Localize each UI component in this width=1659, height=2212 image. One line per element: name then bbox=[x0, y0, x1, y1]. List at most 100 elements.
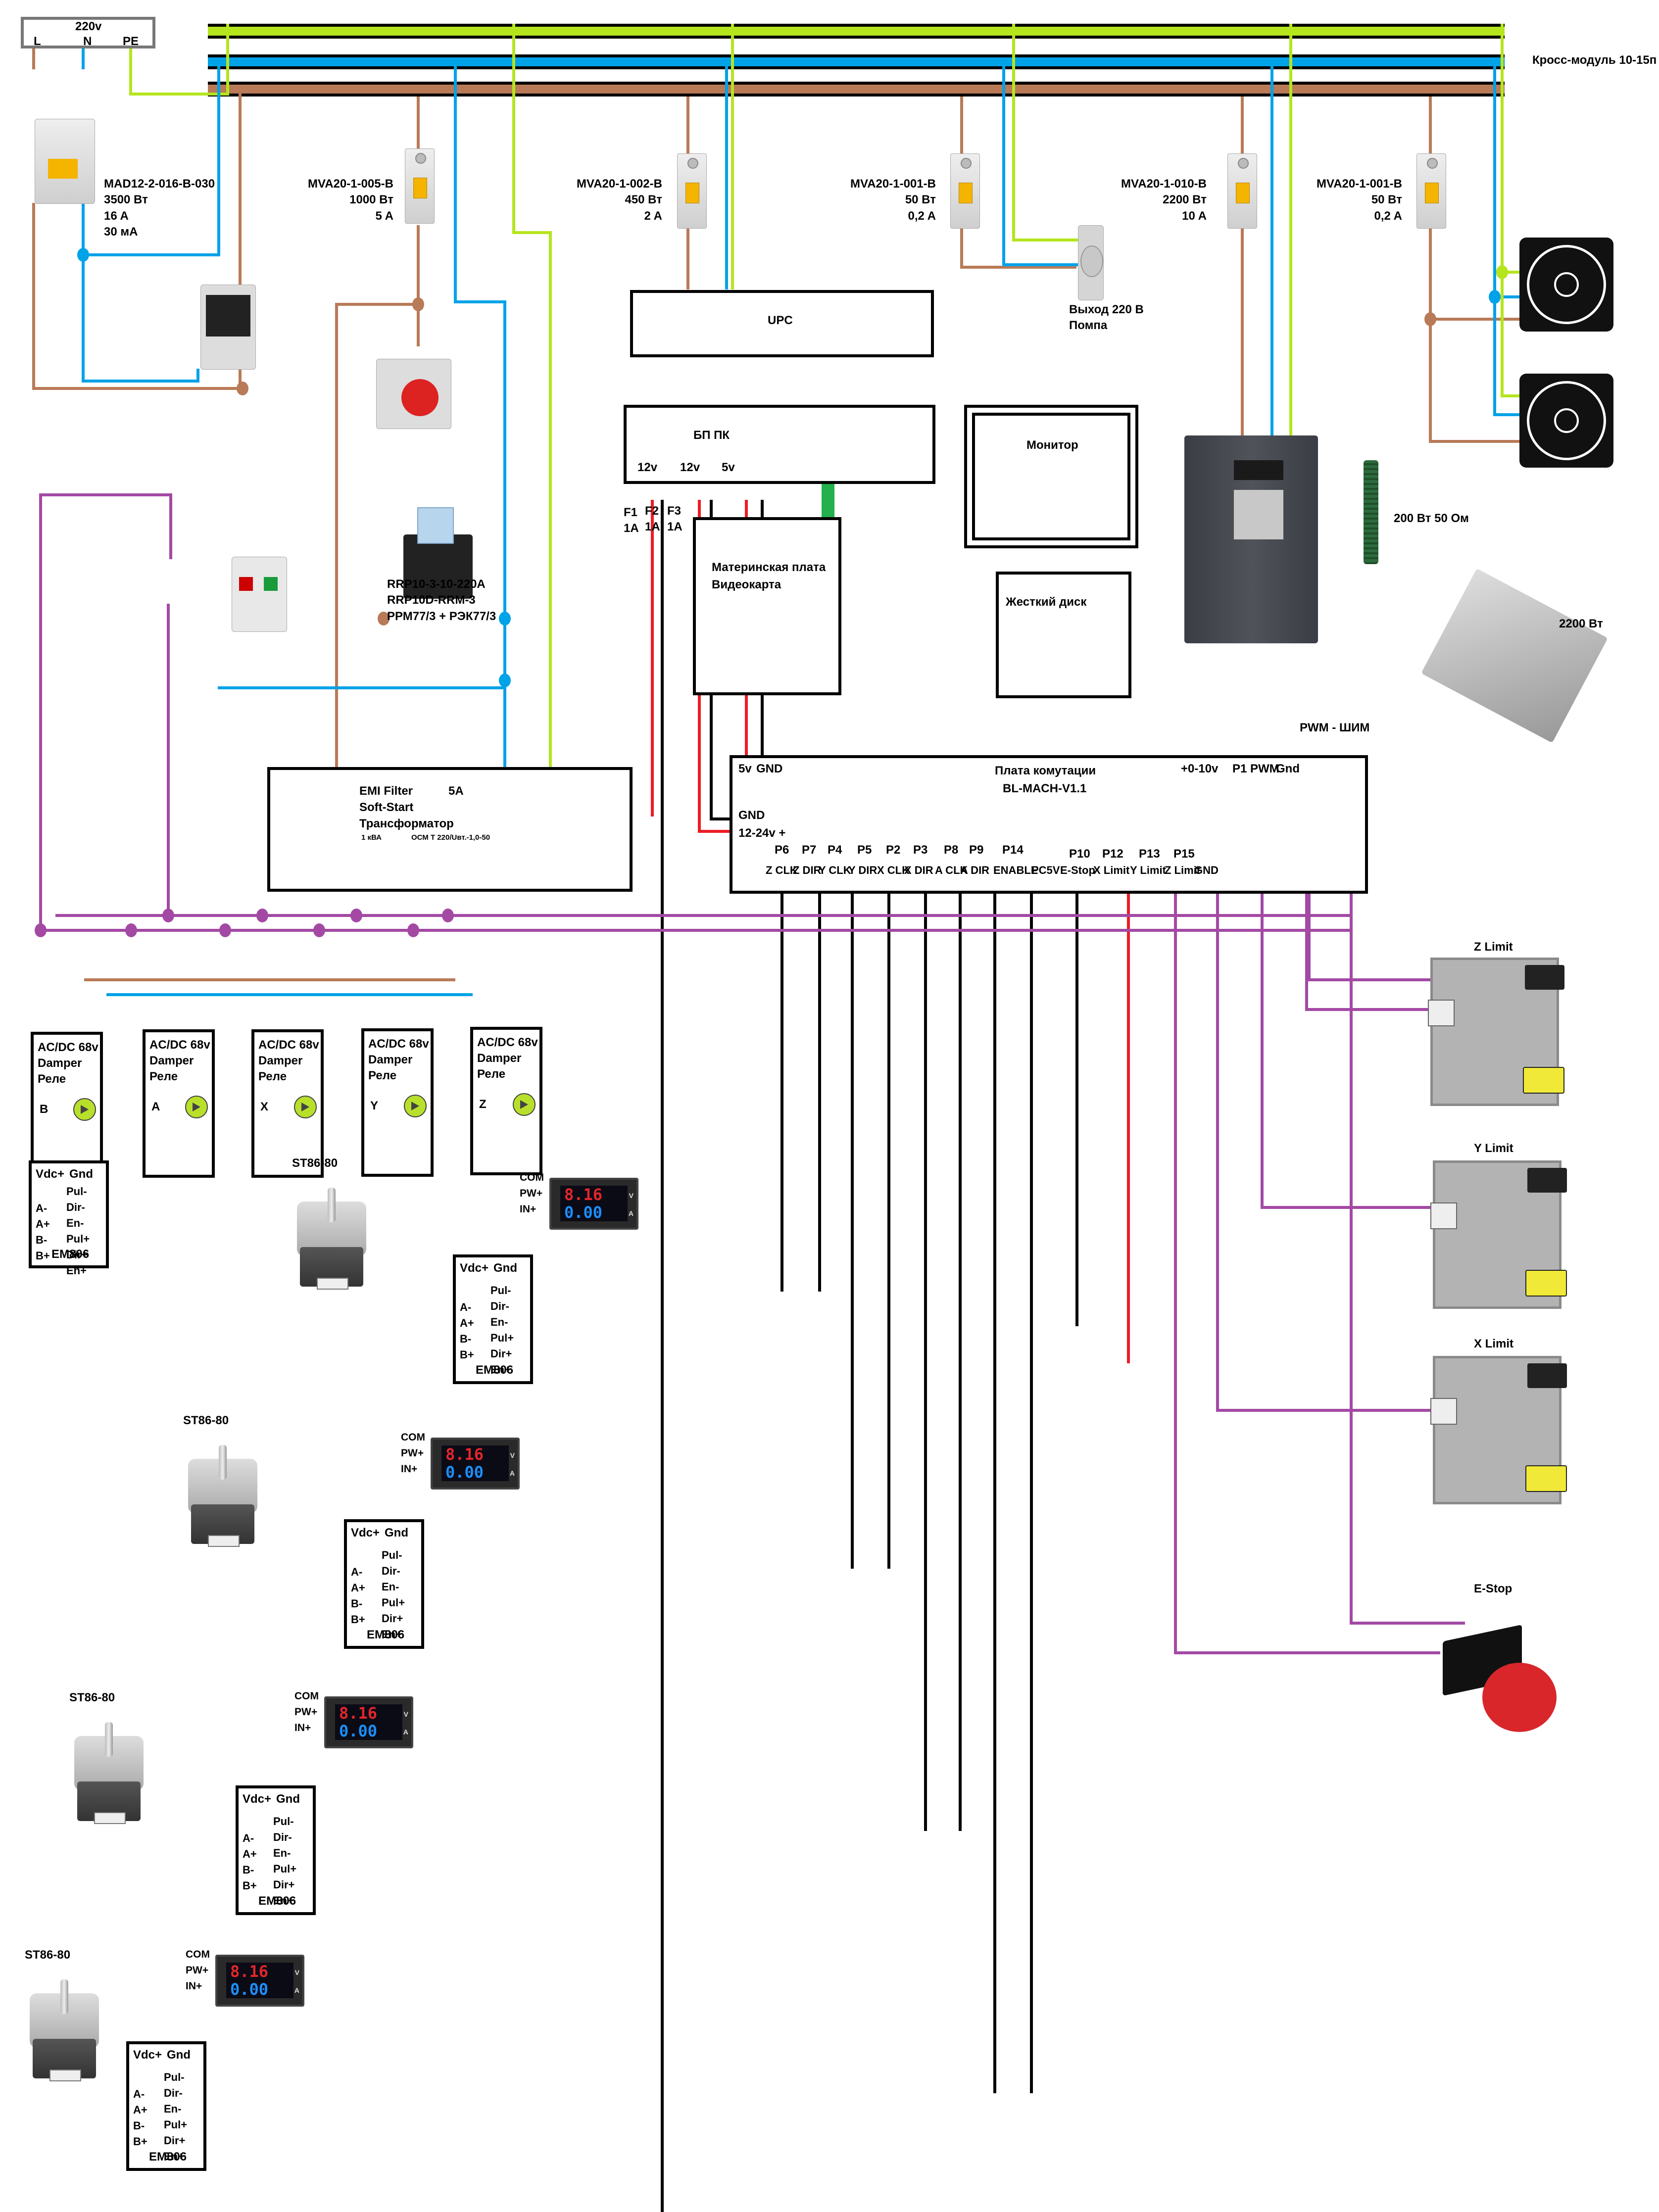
led-icon bbox=[513, 1093, 536, 1116]
breaker-label: MVA20-1-001-B 50 Вт 0,2 A bbox=[850, 177, 936, 223]
rcd-current: 16 A bbox=[104, 209, 129, 223]
axis-psu-box: AC/DC 68v Damper Реле Z bbox=[470, 1027, 542, 1175]
pin-number: P5 bbox=[857, 843, 872, 857]
wire bbox=[454, 62, 506, 767]
pilot-lights-icon bbox=[232, 557, 287, 632]
led-icon bbox=[404, 1095, 427, 1117]
junction-dot bbox=[125, 923, 137, 937]
junction-dot bbox=[378, 612, 390, 625]
breaker-label: MVA20-1-005-B 1000 Вт 5 A bbox=[308, 177, 393, 223]
stepper-motor-icon bbox=[30, 1979, 99, 2081]
axis-letter: A bbox=[151, 1100, 160, 1113]
junction-dot bbox=[499, 612, 511, 625]
stepper-motor-icon bbox=[297, 1188, 366, 1290]
supply-title: 220v bbox=[75, 20, 102, 33]
breaker-label: MVA20-1-010-B 2200 Вт 10 A bbox=[1121, 177, 1207, 223]
terminal-n: N bbox=[83, 35, 92, 48]
wire bbox=[1305, 894, 1430, 1011]
junction-dot bbox=[237, 382, 248, 395]
socket-label: Выход 220 В Помпа bbox=[1069, 303, 1144, 333]
motor-label: ST86-80 bbox=[183, 1414, 229, 1427]
breaker-icon bbox=[1416, 153, 1446, 229]
pin-function: PC5V bbox=[1031, 864, 1060, 876]
supply-box: 220v L N PE bbox=[21, 17, 155, 48]
wire bbox=[1493, 297, 1519, 416]
junction-dot bbox=[256, 909, 268, 922]
meter-pin-label: PW+ bbox=[294, 1706, 318, 1718]
wire bbox=[1174, 894, 1440, 1654]
meter-pin-label: COM bbox=[186, 1949, 210, 1960]
axis-psu-box: AC/DC 68v Damper Реле X bbox=[251, 1029, 324, 1178]
meter-pin-label: PW+ bbox=[186, 1965, 209, 1976]
rcd-leak: 30 мА bbox=[104, 225, 138, 239]
pin-function: X CLK bbox=[877, 864, 910, 876]
meter-pin-label: COM bbox=[401, 1432, 425, 1443]
stepper-motor-icon bbox=[74, 1722, 144, 1824]
meter-pin-label: IN+ bbox=[401, 1463, 418, 1475]
breaker-icon bbox=[950, 153, 980, 229]
wire bbox=[1350, 894, 1465, 1625]
led-icon bbox=[185, 1096, 208, 1118]
wire bbox=[1308, 894, 1430, 981]
wire bbox=[1429, 319, 1519, 443]
hdd-box: Жесткий диск bbox=[996, 572, 1131, 698]
axis-letter: Z bbox=[479, 1098, 487, 1111]
meter-pin-label: IN+ bbox=[186, 1980, 202, 1992]
busbar bbox=[208, 57, 1505, 66]
meter-pin-label: IN+ bbox=[520, 1203, 537, 1215]
meter-pin-label: IN+ bbox=[294, 1722, 311, 1733]
estop-label: E-Stop bbox=[1474, 1582, 1513, 1595]
resistor-label: 200 Вт 50 Ом bbox=[1394, 512, 1469, 525]
pin-function: A CLK bbox=[935, 864, 968, 876]
spindle-label: 2200 Вт bbox=[1559, 617, 1603, 630]
led-icon bbox=[73, 1098, 96, 1121]
pin-number: P4 bbox=[828, 843, 842, 857]
meter-pin-label: PW+ bbox=[520, 1188, 543, 1199]
breaker-icon bbox=[1227, 153, 1257, 229]
wire bbox=[1216, 894, 1430, 1412]
rcd-icon bbox=[35, 119, 95, 204]
axis-psu-box: AC/DC 68v Damper Реле B bbox=[31, 1032, 103, 1180]
pin-number: P6 bbox=[775, 843, 789, 857]
junction-dot bbox=[350, 909, 362, 922]
terminal-pe: PE bbox=[123, 35, 139, 48]
limit-label: Y Limit bbox=[1474, 1142, 1513, 1155]
junction-dot bbox=[35, 923, 47, 937]
wire bbox=[1002, 58, 1078, 266]
breaker-label: MVA20-1-001-B 50 Вт 0,2 A bbox=[1317, 177, 1402, 223]
junction-dot bbox=[407, 923, 419, 937]
wire bbox=[39, 493, 172, 930]
wire bbox=[1261, 894, 1430, 1209]
pin-function: A DIR bbox=[960, 864, 990, 876]
axis-letter: X bbox=[260, 1100, 269, 1113]
wire bbox=[960, 228, 1076, 269]
meter-pin-label: PW+ bbox=[401, 1447, 424, 1459]
energy-meter-icon bbox=[200, 285, 256, 370]
pc-psu-box: БП ПК 12v 12v 5v bbox=[624, 405, 935, 484]
brake-resistor-icon bbox=[1364, 460, 1378, 564]
pin-function: Z DIR bbox=[793, 864, 822, 876]
junction-dot bbox=[442, 909, 454, 922]
motor-label: ST86-80 bbox=[69, 1691, 115, 1704]
junction-dot bbox=[1489, 290, 1501, 304]
pin-number: P15 bbox=[1173, 847, 1195, 861]
socket-icon bbox=[1078, 225, 1104, 300]
pin-function: Y CLK bbox=[819, 864, 851, 876]
ups-box: UPC bbox=[630, 290, 934, 357]
estop-button-icon[interactable] bbox=[1443, 1624, 1566, 1742]
limit-switch-icon bbox=[1430, 1356, 1567, 1504]
wire bbox=[82, 58, 220, 256]
junction-dots bbox=[35, 248, 1508, 937]
control-board: 5v GND Плата комутации BL-MACH-V1.1 +0-1… bbox=[730, 755, 1368, 894]
pin-function: Y Limit bbox=[1130, 864, 1166, 876]
ribbon-cable bbox=[822, 484, 834, 519]
junction-dot bbox=[1496, 265, 1508, 279]
